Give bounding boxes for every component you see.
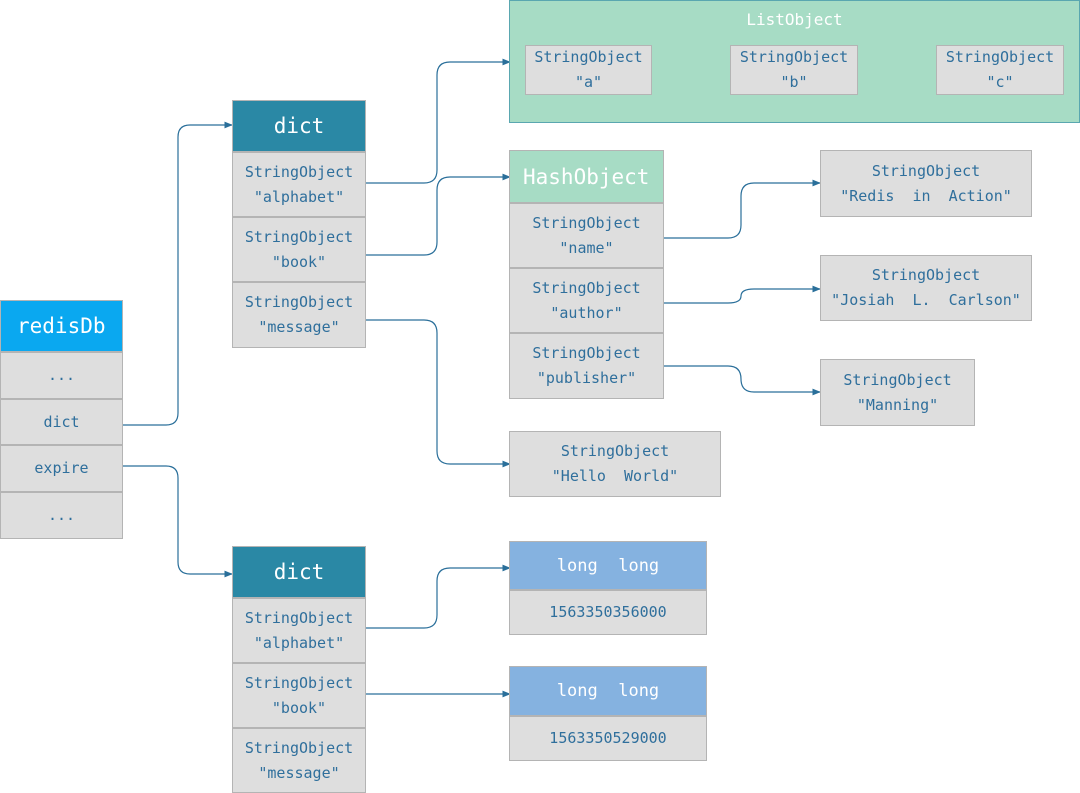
hash-field-name: StringObject"name" — [509, 203, 664, 268]
dict-expire-header: dict — [232, 546, 366, 598]
message-value: StringObject"Hello World" — [509, 431, 721, 497]
redisdb-row-dict: dict — [0, 399, 123, 445]
expire-alphabet-type-header: long long — [509, 541, 707, 590]
expire-book-timestamp: 1563350529000 — [509, 716, 707, 761]
dict-main-entry-alphabet: StringObject"alphabet" — [232, 152, 366, 217]
list-item-c: StringObject"c" — [936, 45, 1064, 95]
hash-object-header: HashObject — [509, 150, 664, 203]
expire-alphabet-timestamp: 1563350356000 — [509, 590, 707, 635]
arrow-name-value — [664, 179, 821, 239]
redisdb-row-ellipsis-bottom: ... — [0, 492, 123, 539]
arrow-message-hello — [366, 319, 511, 468]
arrow-expire-alphabet — [366, 564, 511, 629]
dict-expire-entry-alphabet: StringObject"alphabet" — [232, 598, 366, 663]
arrow-publisher-value — [664, 365, 821, 396]
expire-book-type-header: long long — [509, 666, 707, 716]
dict-main-entry-message: StringObject"message" — [232, 282, 366, 348]
hash-value-author: StringObject"Josiah L. Carlson" — [820, 255, 1032, 321]
redisdb-header: redisDb — [0, 300, 123, 352]
hash-field-publisher: StringObject"publisher" — [509, 333, 664, 399]
dict-expire-entry-message: StringObject"message" — [232, 728, 366, 793]
hash-value-name: StringObject"Redis in Action" — [820, 150, 1032, 217]
arrow-redisdb-expire — [123, 465, 233, 578]
redisdb-row-ellipsis-top: ... — [0, 352, 123, 399]
dict-main-header: dict — [232, 100, 366, 152]
arrow-author-value — [664, 285, 821, 304]
dict-main-entry-book: StringObject"book" — [232, 217, 366, 282]
arrow-alphabet-list — [366, 58, 511, 184]
dict-expire-entry-book: StringObject"book" — [232, 663, 366, 728]
list-item-a: StringObject"a" — [525, 45, 652, 95]
list-item-b: StringObject"b" — [730, 45, 858, 95]
redisdb-row-expire: expire — [0, 445, 123, 492]
hash-field-author: StringObject"author" — [509, 268, 664, 333]
list-object-title: ListObject — [746, 10, 843, 29]
arrow-redisdb-dict — [123, 121, 233, 426]
hash-value-publisher: StringObject"Manning" — [820, 359, 975, 426]
arrow-book-hash — [366, 173, 511, 256]
